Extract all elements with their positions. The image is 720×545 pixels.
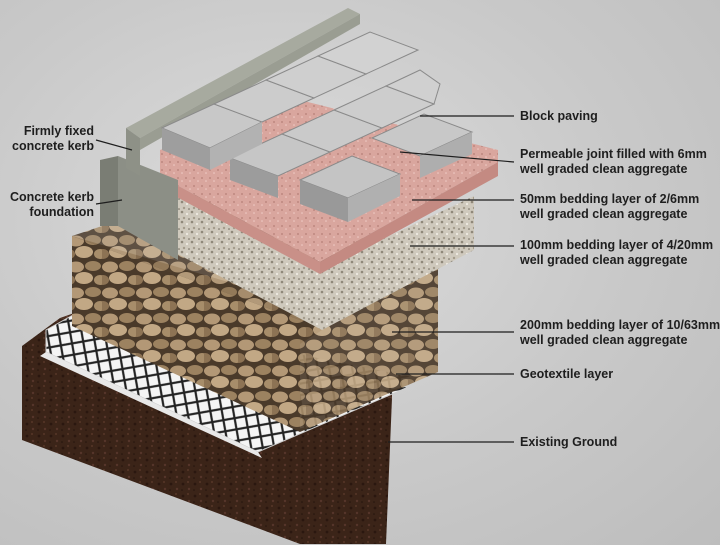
bedding-100mm-label-line2: well graded clean aggregate <box>520 253 688 267</box>
kerb-foundation-label-line1: Concrete kerb <box>9 190 94 204</box>
bedding-200mm-label-line1: 200mm bedding layer of 10/63mm <box>520 318 720 332</box>
leader-lines <box>95 115 515 443</box>
firmly-fixed-kerb-label-line2: concrete kerb <box>12 139 94 153</box>
bedding-200mm-label: 200mm bedding layer of 10/63mm well grad… <box>520 318 720 348</box>
permeable-joint-label-line1: Permeable joint filled with 6mm <box>520 147 707 161</box>
existing-ground-label: Existing Ground <box>520 435 618 449</box>
firmly-fixed-kerb-label-line1: Firmly fixed <box>23 124 94 138</box>
bedding-50mm-label-line2: well graded clean aggregate <box>520 207 688 221</box>
block-paving-label: Block paving <box>520 109 598 123</box>
geotextile-label: Geotextile layer <box>520 367 614 381</box>
firmly-fixed-kerb-label: Firmly fixed concrete kerb <box>4 124 94 154</box>
block-paving <box>160 31 474 222</box>
permeable-joint-label: Permeable joint filled with 6mm well gra… <box>520 147 707 177</box>
bedding-100mm-label: 100mm bedding layer of 4/20mm well grade… <box>520 238 713 268</box>
permeable-joint-label-line2: well graded clean aggregate <box>520 162 688 176</box>
bedding-100mm-layer <box>170 186 474 330</box>
kerb-foundation <box>100 156 178 260</box>
bedding-50mm-label-line1: 50mm bedding layer of 2/6mm <box>520 192 700 206</box>
bedding-50mm-label: 50mm bedding layer of 2/6mm well graded … <box>520 192 699 222</box>
bedding-200mm-label-line2: well graded clean aggregate <box>520 333 688 347</box>
bedding-100mm-label-line1: 100mm bedding layer of 4/20mm <box>520 238 714 252</box>
kerb-foundation-label-line2: foundation <box>29 205 94 219</box>
kerb-foundation-label: Concrete kerb foundation <box>4 190 94 220</box>
